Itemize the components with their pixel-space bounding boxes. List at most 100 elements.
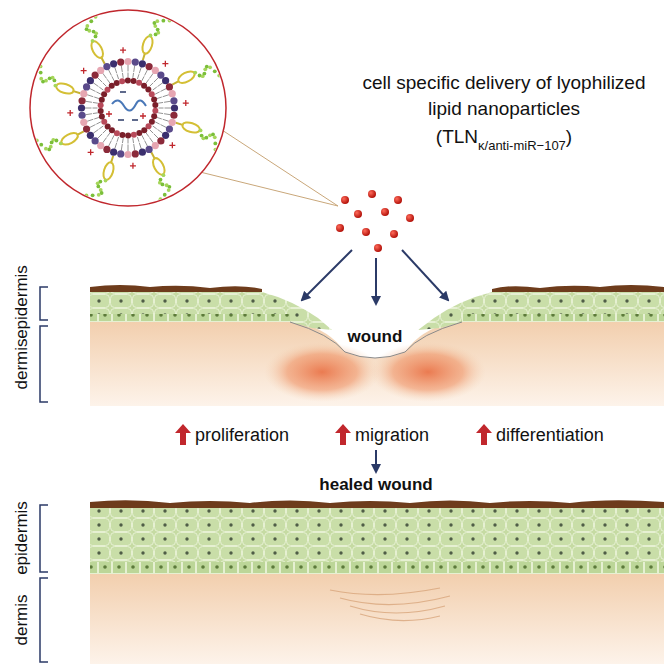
- peptide-chain: [94, 35, 98, 39]
- lipid-tail: [93, 83, 98, 87]
- lipid-head: [157, 72, 164, 79]
- lipid-head: [125, 132, 131, 138]
- lipid-tail: [93, 102, 98, 104]
- charge-plus: [81, 68, 87, 74]
- lipid-head: [124, 151, 131, 158]
- inflammation: [370, 342, 486, 402]
- peptide-chain: [168, 19, 172, 23]
- peptide-chain: [193, 71, 197, 75]
- peptide-chain: [85, 24, 89, 28]
- charge-plus: [169, 142, 175, 148]
- text-label: epidermis: [11, 265, 33, 339]
- lipid-head: [87, 132, 94, 139]
- peptide-chain: [161, 182, 165, 186]
- antibody-loop: [181, 121, 201, 135]
- lipid-tail: [90, 125, 96, 128]
- peptide-chain: [159, 178, 163, 182]
- lipid-head: [78, 97, 85, 104]
- lipid-tail: [94, 97, 99, 99]
- lipid-tail: [96, 122, 100, 124]
- lipid-head: [92, 72, 99, 79]
- lipid-head: [132, 58, 139, 65]
- lipid-tail: [128, 145, 129, 152]
- lipid-tail: [103, 83, 107, 87]
- lipid-head: [87, 77, 94, 84]
- peptide-chain: [39, 143, 43, 147]
- lipid-tail: [155, 122, 159, 124]
- peptide-chain: [213, 69, 217, 73]
- basal-layer: [462, 314, 664, 322]
- formula-row: (TLNκ/anti-miR−107): [362, 124, 646, 154]
- result-arrow: [375, 450, 377, 472]
- peptide-chain: [89, 19, 93, 23]
- lipid-tail: [93, 112, 98, 114]
- lipid-tail: [153, 126, 157, 129]
- dermis: [90, 322, 664, 406]
- increase-arrows: [175, 424, 492, 445]
- lipid-tail: [139, 67, 141, 73]
- lipid-head: [131, 78, 137, 84]
- lipid-head: [170, 97, 177, 104]
- lipid-tail: [158, 112, 163, 114]
- nanoparticles: [336, 190, 414, 252]
- lipid-tail: [137, 74, 139, 79]
- lipid-tail: [159, 108, 164, 109]
- lipid-tail: [149, 73, 153, 78]
- lipid-head: [149, 91, 155, 97]
- text-label: migration: [355, 424, 429, 446]
- peptide-chain: [198, 74, 202, 78]
- text-label: κ/anti-miR−107: [478, 138, 566, 154]
- lipid-head: [139, 149, 146, 156]
- lipid-tail: [164, 114, 170, 115]
- peptide-chain: [205, 65, 209, 69]
- lipid-head: [103, 146, 110, 153]
- lipid-tail: [158, 83, 163, 87]
- delivery-arrows: [302, 250, 448, 304]
- inflammation: [264, 342, 380, 402]
- lipid-tail: [122, 138, 124, 143]
- lipid-head: [98, 102, 104, 108]
- lipid-head: [117, 58, 124, 65]
- lipid-tail: [158, 129, 163, 133]
- lipid-tail: [139, 143, 141, 149]
- lipid-tail: [137, 137, 139, 142]
- lipid-tail: [99, 87, 103, 90]
- peptide-chain: [213, 135, 217, 139]
- peptide-chain: [167, 188, 171, 192]
- lipid-head: [78, 104, 85, 111]
- lipid-tail: [157, 97, 162, 99]
- lipid-tail: [142, 135, 144, 139]
- peptide-chain: [104, 179, 108, 183]
- lipid-tail: [117, 74, 119, 79]
- anti-mir-cargo: [112, 100, 146, 110]
- lipid-head: [162, 77, 169, 84]
- crust: [492, 285, 664, 292]
- lipid-tail: [93, 108, 98, 109]
- lipid-head: [151, 113, 157, 119]
- lipid-head: [119, 132, 125, 138]
- antibody-loop: [60, 131, 80, 147]
- peptide-chain: [92, 30, 96, 34]
- text-label: differentiation: [496, 424, 604, 446]
- nanoparticle-illustration: [35, 15, 221, 201]
- peptide-chain: [163, 193, 167, 197]
- text-label: wound: [348, 326, 403, 348]
- lipid-tail: [132, 138, 134, 143]
- lipid-tail: [115, 143, 117, 149]
- lipid-head: [132, 150, 139, 157]
- lipid-head: [146, 146, 153, 153]
- peptide-chain: [94, 15, 98, 19]
- lipid-head: [152, 102, 158, 108]
- peptide-chain: [48, 76, 52, 80]
- lipid-tail: [146, 79, 149, 83]
- zoom-circle: [30, 10, 226, 206]
- lipid-head: [124, 58, 131, 65]
- antibody-loop: [176, 69, 196, 85]
- lipid-tail: [154, 134, 159, 139]
- charge-minus: [118, 92, 138, 120]
- lipid-head: [169, 90, 176, 97]
- epidermis: [90, 508, 664, 574]
- peptide-chain: [204, 136, 208, 140]
- scar-fibres: [330, 588, 450, 621]
